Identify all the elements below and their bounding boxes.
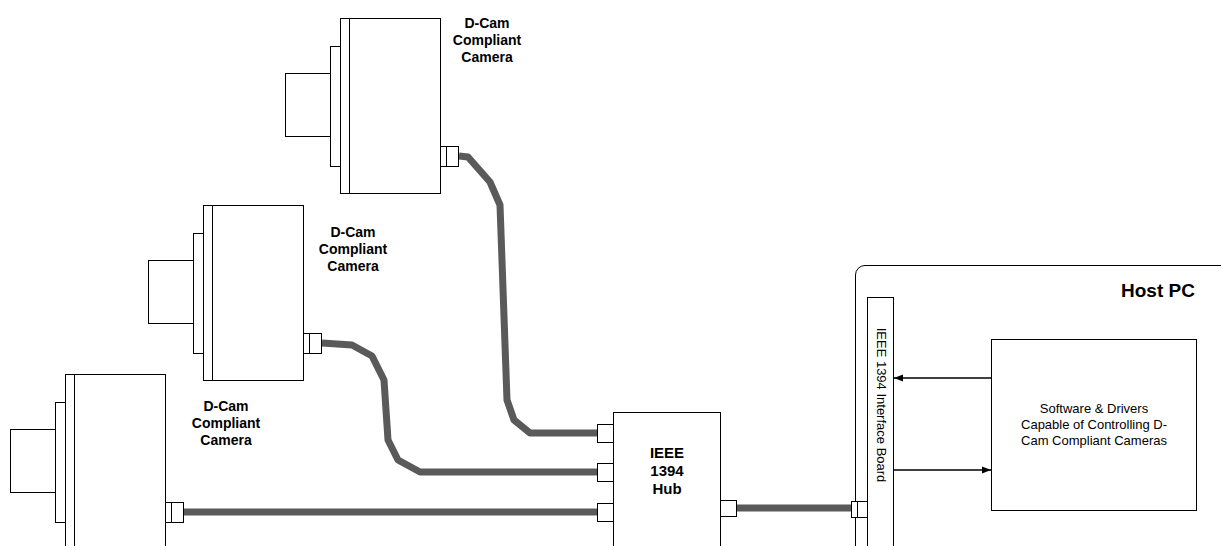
camera-body xyxy=(204,206,304,381)
camera-illustration xyxy=(285,18,459,194)
hub-label: IEEE 1394 Hub xyxy=(635,444,699,498)
camera-flange xyxy=(56,403,66,523)
cable xyxy=(737,505,851,512)
camera-lens xyxy=(149,261,194,324)
cable xyxy=(184,509,597,516)
camera-illustration xyxy=(148,205,322,381)
camera-connector-edge xyxy=(446,147,447,167)
hub-port xyxy=(598,464,614,482)
camera-connector-edge xyxy=(309,334,310,354)
camera-body xyxy=(341,19,441,194)
hub-port xyxy=(598,504,614,522)
camera-connector xyxy=(166,503,184,523)
camera-flange xyxy=(331,47,341,167)
camera-body-edge xyxy=(349,19,350,194)
interface-board xyxy=(868,298,894,546)
host-pc-box: Host PC IEEE 1394 Interface Board Software… xyxy=(855,265,1221,546)
camera-body-edge xyxy=(74,375,75,546)
interface-board-node: IEEE 1394 Interface Board xyxy=(851,297,894,546)
camera-lens xyxy=(11,430,56,493)
camera-node: D-Cam Compliant Camera xyxy=(148,205,322,381)
camera-connector-edge xyxy=(171,503,172,523)
hub-port xyxy=(721,501,737,517)
hub-body xyxy=(614,413,721,546)
camera-body-edge xyxy=(212,206,213,381)
arrow-line xyxy=(894,469,991,470)
camera-label: D-Cam Compliant Camera xyxy=(448,15,526,66)
camera-node: D-Cam Compliant Camera xyxy=(10,374,184,546)
host-heading: Host PC xyxy=(1121,280,1195,302)
hub-port xyxy=(598,425,614,443)
camera-label: D-Cam Compliant Camera xyxy=(314,224,392,275)
board-port xyxy=(852,502,868,518)
hub-box: IEEE 1394 Hub xyxy=(597,412,737,546)
software-label: Software & Drivers Capable of Controllin… xyxy=(1018,401,1170,449)
camera-label: D-Cam Compliant Camera xyxy=(187,398,265,449)
board-label: IEEE 1394 Interface Board xyxy=(874,328,889,483)
camera-connector xyxy=(304,334,322,354)
camera-illustration xyxy=(10,374,184,546)
camera-lens xyxy=(286,74,331,137)
camera-connector xyxy=(441,147,459,167)
cable xyxy=(459,156,597,433)
board-port-edge xyxy=(857,502,858,518)
cable xyxy=(322,343,597,472)
arrow-line xyxy=(894,377,991,378)
camera-node: D-Cam Compliant Camera xyxy=(285,18,459,194)
software-box: Software & Drivers Capable of Controllin… xyxy=(991,339,1197,511)
camera-body xyxy=(66,375,166,546)
camera-flange xyxy=(194,234,204,354)
